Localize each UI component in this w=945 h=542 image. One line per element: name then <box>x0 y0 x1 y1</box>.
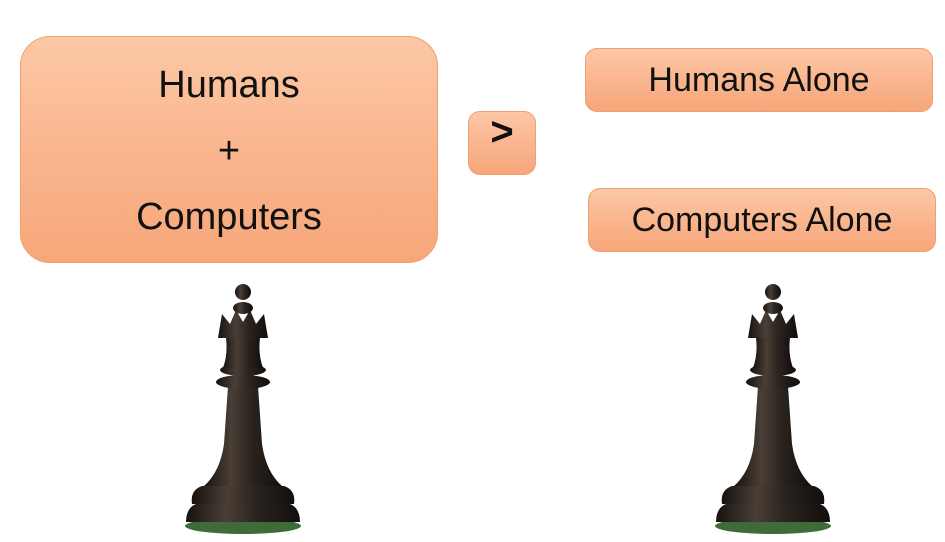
chess-queen-icon <box>715 284 831 534</box>
humans-alone-box: Humans Alone <box>585 48 933 112</box>
humans-label: Humans <box>158 64 300 106</box>
humans-alone-label: Humans Alone <box>648 61 870 99</box>
plus-sign: + <box>217 130 241 172</box>
greater-than-box: > <box>468 111 536 175</box>
computers-alone-label: Computers Alone <box>631 201 893 239</box>
greater-than-symbol: > <box>490 110 514 154</box>
chess-queen-icon <box>185 284 301 534</box>
humans-plus-computers-box: Humans + Computers <box>20 36 438 263</box>
computers-label: Computers <box>136 196 322 238</box>
computers-alone-box: Computers Alone <box>588 188 936 252</box>
